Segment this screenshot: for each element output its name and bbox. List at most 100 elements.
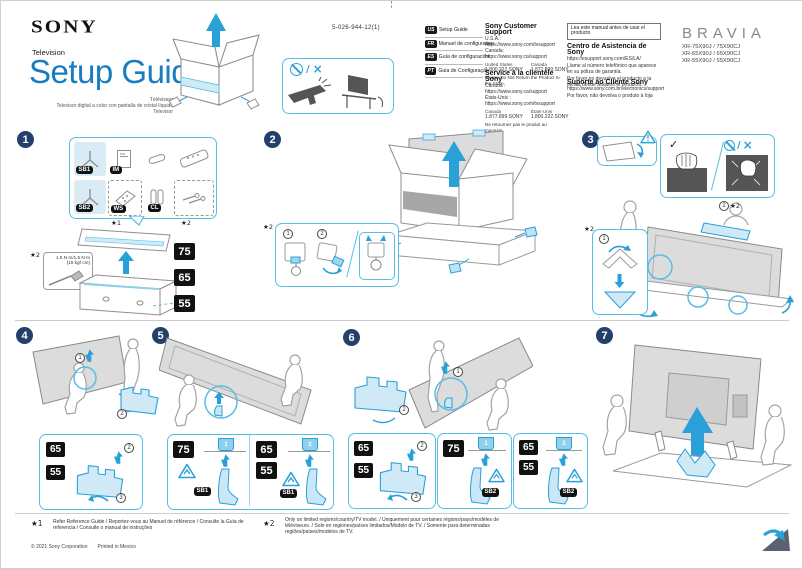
size-badge-65: 65	[46, 442, 65, 457]
size-badge-55: 55	[256, 462, 277, 479]
cord-icon	[148, 153, 166, 165]
tv-on-furniture-icon	[341, 75, 383, 109]
subtitle-fr: Téléviseur	[149, 97, 173, 103]
substep-2-number: 2	[417, 441, 427, 451]
foam-cushion-icon	[379, 462, 427, 495]
accessory-wall-spacer: WS	[108, 180, 142, 216]
inset-divider	[710, 141, 725, 191]
arrow-up-icon	[481, 453, 490, 466]
slot-marker: 2	[302, 438, 318, 451]
support-es-title: Centro de Asistencia de Sony	[567, 42, 647, 56]
size-badge-75: 75	[443, 440, 464, 457]
language-code-badge: PT	[425, 66, 437, 75]
footnote-star1-mark: ★1	[31, 519, 43, 528]
step6-cushion-inset: 65 55 2 3	[348, 433, 436, 509]
support-en-url-ca: https://www.sony.ca/support	[485, 54, 547, 61]
accessory-batteries: CL	[142, 180, 172, 214]
batteries-icon	[150, 189, 164, 205]
support-pt: Suporte ao Cliente Sony https://www.sony…	[567, 79, 665, 100]
support-en: Sony Customer Support U.S.A.: https://ww…	[485, 23, 569, 87]
step-6-number: 6	[343, 329, 360, 346]
footnote-star2-mark: ★2	[263, 519, 275, 528]
prohibition-icon	[290, 62, 303, 76]
inset-divider	[249, 435, 250, 506]
support-pt-title: Suporte ao Cliente Sony	[567, 79, 648, 86]
press-screen-icon	[726, 155, 768, 191]
arrow-up-icon	[407, 448, 416, 461]
substep-2-number: 2	[117, 409, 127, 419]
stand-leg-icon	[470, 467, 491, 505]
support-fr-title: Service à la clientèle Sony	[485, 70, 554, 83]
shelf-edge	[468, 450, 506, 451]
size-badge-65: 65	[174, 269, 195, 286]
language-label: Guia de Configuração	[438, 67, 489, 74]
size-badge-55: 55	[46, 465, 65, 480]
accessory-stand-sb2: SB2	[74, 180, 106, 214]
support-es-url: https://esupport.sony.com/ES/LA/	[567, 56, 641, 63]
substep-1-number: 1	[283, 229, 293, 239]
support-pt-url: https://www.sony.com.br/electronics/supp…	[567, 86, 665, 93]
step3-grip-warning-inset: ✓ / ×	[660, 134, 775, 198]
inset-divider	[346, 230, 359, 278]
manual-icon	[117, 150, 131, 168]
step2-joint-removal-inset: 1 2	[275, 223, 399, 287]
screws-icon	[182, 193, 206, 204]
page-title: Setup Guide	[29, 53, 207, 90]
corner-protector-icon	[603, 291, 637, 309]
torque-value-kgf: {15 kgf·cm}	[66, 260, 90, 265]
pinch-warning-icon	[488, 468, 505, 483]
size-badge-55: 55	[354, 463, 373, 478]
stand-leg-icon	[218, 468, 239, 506]
box-tilt-icon	[602, 141, 644, 162]
joint-press-icon	[284, 242, 306, 276]
size-badge-65: 65	[354, 441, 373, 456]
step3-substep2-annotation: 2 ★2	[719, 201, 740, 211]
size-badge-65: 65	[256, 441, 277, 458]
part-label-sb2: SB2	[76, 203, 93, 212]
footnote-star2-text: Only on limited regions/country/TV model…	[285, 517, 499, 535]
hold-frame-icon	[667, 152, 707, 192]
step5-attach-stand-illustration	[159, 337, 312, 427]
pinch-warning-icon	[566, 468, 583, 483]
fold-mark	[391, 1, 392, 8]
support-en-note: Please Do Not Return the Product to the …	[485, 75, 560, 87]
accessory-remote	[174, 142, 212, 176]
model-65: XR-65X90J / 65X90CJ	[682, 51, 741, 57]
product-line-label: Television	[32, 48, 65, 57]
arrow-up-icon	[559, 453, 568, 466]
step3-protector-inset: 1	[592, 229, 648, 315]
arrow-up-icon	[221, 454, 230, 467]
corner-protector-flip-icon	[602, 245, 638, 269]
remote-icon	[179, 149, 209, 168]
sony-logo-text: SONY	[31, 17, 98, 38]
step-7-number: 7	[596, 327, 613, 344]
step7-stand-up-illustration	[602, 344, 793, 488]
language-code-badge: US	[425, 26, 437, 34]
substep-2-number: 2	[124, 443, 134, 453]
part-label-im: IM	[110, 165, 122, 174]
printed-in-text: Printed in Mexico	[97, 544, 136, 550]
step-3-number: 3	[582, 131, 599, 148]
torque-value: 1.5 N·m/1.5 N·m	[56, 255, 90, 260]
arrow-up-icon	[114, 451, 123, 464]
flip-page-icon	[762, 529, 790, 551]
support-es: Lea este manual antes de usar el product…	[567, 23, 661, 89]
subtitle-pt: Televisor	[153, 109, 173, 115]
model-55: XR-55X90J / 55X90CJ	[682, 58, 741, 64]
joint-twist-panel	[359, 232, 395, 280]
cross-icon: ×	[742, 138, 753, 152]
slot-marker: 1	[478, 437, 494, 450]
substep-3-number: 3	[411, 492, 421, 502]
substep-2-number: 2	[317, 229, 327, 239]
stand-leg-icon	[548, 467, 569, 505]
language-label: Manuel de configuration	[438, 40, 495, 47]
step6-stand-75-inset: 75 1 SB2	[437, 433, 512, 509]
accessory-stand-sb1: SB1	[74, 142, 106, 176]
